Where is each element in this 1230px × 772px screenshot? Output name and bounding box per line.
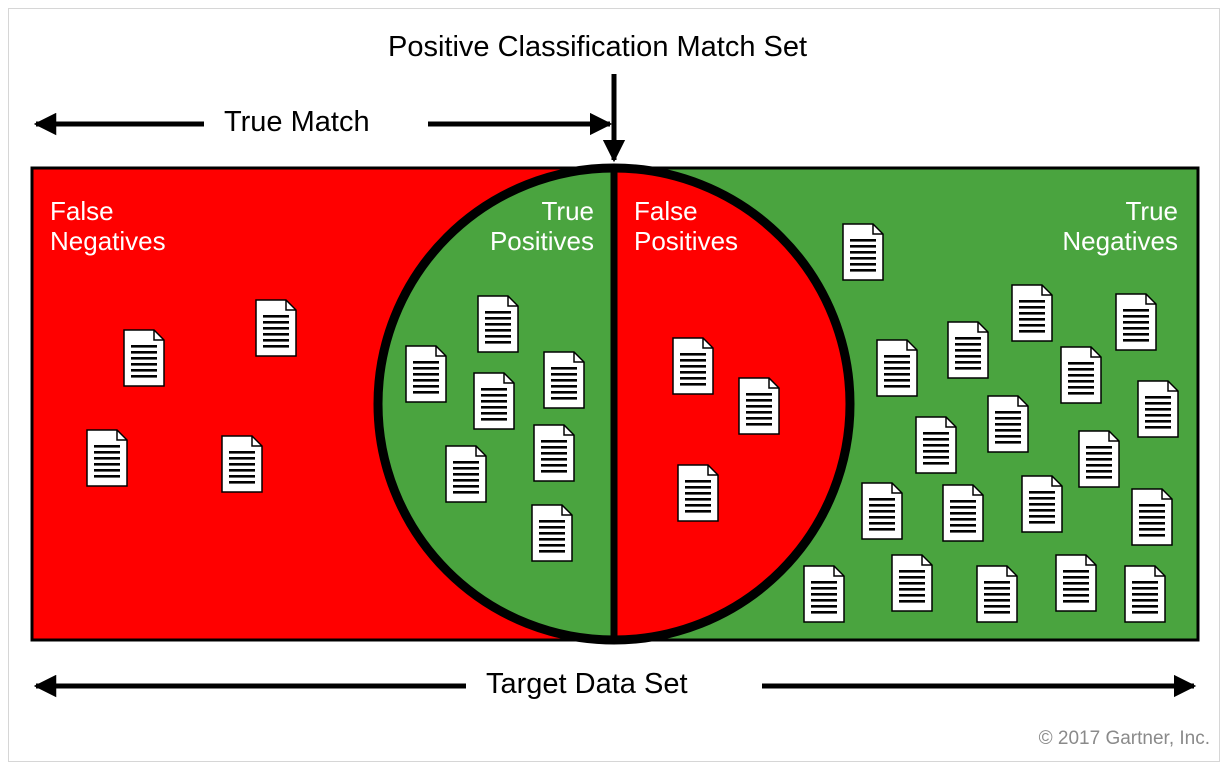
document-icon xyxy=(876,339,918,397)
diagram-title: Positive Classification Match Set xyxy=(388,31,808,63)
document-icon xyxy=(672,337,714,395)
document-icon xyxy=(1131,488,1173,546)
document-icon xyxy=(915,416,957,474)
true-positives-label: True Positives xyxy=(489,196,594,256)
target-data-set-label: Target Data Set xyxy=(486,668,688,700)
copyright-notice: © 2017 Gartner, Inc. xyxy=(1038,728,1210,749)
document-icon xyxy=(1124,565,1166,623)
document-icon xyxy=(221,435,263,493)
document-icon xyxy=(473,372,515,430)
document-icon xyxy=(803,565,845,623)
document-icon xyxy=(477,295,519,353)
document-icon xyxy=(677,464,719,522)
false-negatives-label: False Negatives xyxy=(50,196,166,256)
document-icon xyxy=(1055,554,1097,612)
document-icon xyxy=(947,321,989,379)
document-icon xyxy=(987,395,1029,453)
document-icon xyxy=(1115,293,1157,351)
document-icon xyxy=(842,223,884,281)
document-icon xyxy=(738,377,780,435)
document-icon xyxy=(1060,346,1102,404)
false-positives-label: False Positives xyxy=(634,196,739,256)
document-icon xyxy=(1137,380,1179,438)
document-icon xyxy=(942,484,984,542)
document-icon xyxy=(255,299,297,357)
document-icon xyxy=(86,429,128,487)
document-icon xyxy=(533,424,575,482)
document-icon xyxy=(891,554,933,612)
document-icon xyxy=(1011,284,1053,342)
true-match-label: True Match xyxy=(224,106,370,138)
document-icon xyxy=(123,329,165,387)
document-icon xyxy=(543,351,585,409)
document-icon xyxy=(861,482,903,540)
document-icon xyxy=(1021,475,1063,533)
document-icon xyxy=(1078,430,1120,488)
document-icon xyxy=(531,504,573,562)
document-icon xyxy=(405,345,447,403)
document-icon xyxy=(976,565,1018,623)
true-negatives-label: True Negatives xyxy=(1062,196,1178,256)
document-icon xyxy=(445,445,487,503)
